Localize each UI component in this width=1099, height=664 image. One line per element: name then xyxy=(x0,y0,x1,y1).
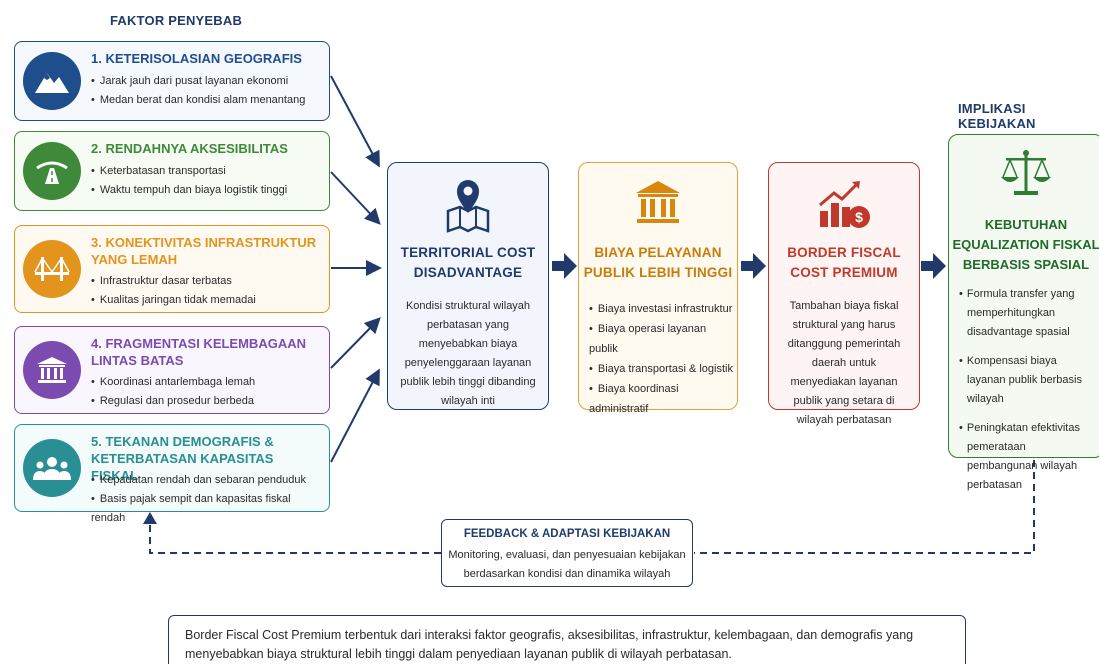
biaya-bullet: Biaya investasi infrastruktur xyxy=(589,299,737,319)
arrow-block-1 xyxy=(552,253,577,279)
factor-title: 2. RENDAHNYA AKSESIBILITAS xyxy=(91,141,288,156)
arrow-block-2 xyxy=(741,253,766,279)
factor-bullet: Basis pajak sempit dan kapasitas fiskal … xyxy=(91,490,325,528)
bank-icon xyxy=(579,177,737,233)
factor-bullet: Jarak jauh dari pusat layanan ekonomi xyxy=(91,72,325,91)
biaya-bullet: Biaya transportasi & logistik xyxy=(589,359,737,379)
summary-box: Border Fiscal Cost Premium terbentuk dar… xyxy=(168,615,966,664)
factor-title: 3. KONEKTIVITAS INFRASTRUKTUR YANG LEMAH xyxy=(91,235,317,267)
arrow-block-3 xyxy=(921,253,946,279)
biaya-bullet: Biaya operasi layanan publik xyxy=(589,319,737,359)
rising-cost-chart-icon: $ xyxy=(769,177,919,233)
territorial-cost-box: TERRITORIAL COST DISADVANTAGE Kondisi st… xyxy=(387,162,549,410)
factor-bullet: Koordinasi antarlembaga lemah xyxy=(91,373,325,392)
factor-bullet: Keterbatasan transportasi xyxy=(91,162,325,181)
factor-bullet: Regulasi dan prosedur berbeda xyxy=(91,392,325,411)
implication-title: KEBUTUHAN EQUALIZATION FISKAL BERBASIS S… xyxy=(952,217,1099,272)
feedback-title: FEEDBACK & ADAPTASI KEBIJAKAN xyxy=(463,528,671,540)
summary-text: Border Fiscal Cost Premium terbentuk dar… xyxy=(185,628,914,661)
scales-icon xyxy=(949,147,1099,203)
factor-bullet: Kualitas jaringan tidak memadai xyxy=(91,291,325,310)
biaya-bullet: Biaya koordinasi administratif xyxy=(589,379,737,419)
factor-bullet: Waktu tempuh dan biaya logistik tinggi xyxy=(91,181,325,200)
arrow-factor-4 xyxy=(330,317,381,369)
biaya-pelayanan-box: BIAYA PELAYANAN PUBLIK LEBIH TINGGI Biay… xyxy=(578,162,738,415)
arrow-factor-1 xyxy=(330,75,380,168)
road-icon xyxy=(23,142,81,200)
feedback-desc: Monitoring, evaluasi, dan penyesuaian ke… xyxy=(448,549,686,580)
arrow-factor-5 xyxy=(330,368,380,463)
territorial-title: TERRITORIAL COST DISADVANTAGE xyxy=(400,245,536,280)
feedback-box: FEEDBACK & ADAPTASI KEBIJAKAN Monitoring… xyxy=(441,519,693,587)
mountain-icon xyxy=(23,52,81,110)
institution-icon xyxy=(23,341,81,399)
territorial-desc: Kondisi struktural wilayah perbatasan ya… xyxy=(400,300,536,407)
right-heading: IMPLIKASI KEBIJAKAN xyxy=(958,101,1036,131)
map-pin-icon xyxy=(388,177,548,233)
left-heading: FAKTOR PENYEBAB xyxy=(110,13,243,28)
implication-bullet: Kompensasi biaya layanan publik berbasis… xyxy=(959,352,1097,409)
factor-title: 4. FRAGMENTASI KELEMBAGAAN LINTAS BATAS xyxy=(91,336,306,368)
factor-card-5: 5. TEKANAN DEMOGRAFIS & KETERBATASAN KAP… xyxy=(14,424,330,524)
factor-card-3: 3. KONEKTIVITAS INFRASTRUKTUR YANG LEMAH… xyxy=(14,225,330,313)
arrow-factor-2 xyxy=(330,171,381,225)
factor-card-2: 2. RENDAHNYA AKSESIBILITAS Keterbatasan … xyxy=(14,131,330,211)
factor-bullet: Medan berat dan kondisi alam menantang xyxy=(91,91,325,110)
people-icon xyxy=(23,439,81,497)
implication-box: KEBUTUHAN EQUALIZATION FISKAL BERBASIS S… xyxy=(948,134,1099,491)
factor-bullet: Infrastruktur dasar terbatas xyxy=(91,272,325,291)
factor-card-1: 1. KETERISOLASIAN GEOGRAFIS Jarak jauh d… xyxy=(14,41,330,121)
factor-bullet: Kepadatan rendah dan sebaran penduduk xyxy=(91,471,325,490)
border-fiscal-box: $ BORDER FISCAL COST PREMIUM Tambahan bi… xyxy=(768,162,920,426)
factor-title: 5. TEKANAN DEMOGRAFIS & KETERBATASAN KAP… xyxy=(91,434,274,483)
border-desc: Tambahan biaya fiskal struktural yang ha… xyxy=(787,300,901,426)
implication-bullet: Formula transfer yang memperhitungkan di… xyxy=(959,285,1097,342)
bridge-icon xyxy=(23,240,81,298)
svg-text:$: $ xyxy=(855,209,863,225)
biaya-title: BIAYA PELAYANAN PUBLIK LEBIH TINGGI xyxy=(583,245,733,280)
factor-card-4: 4. FRAGMENTASI KELEMBAGAAN LINTAS BATAS … xyxy=(14,326,330,414)
implication-bullet: Peningkatan efektivitas pemerataan pemba… xyxy=(959,419,1097,495)
border-title: BORDER FISCAL COST PREMIUM xyxy=(787,245,901,280)
feedback-loop-left xyxy=(149,522,441,554)
factor-title: 1. KETERISOLASIAN GEOGRAFIS xyxy=(91,51,302,66)
